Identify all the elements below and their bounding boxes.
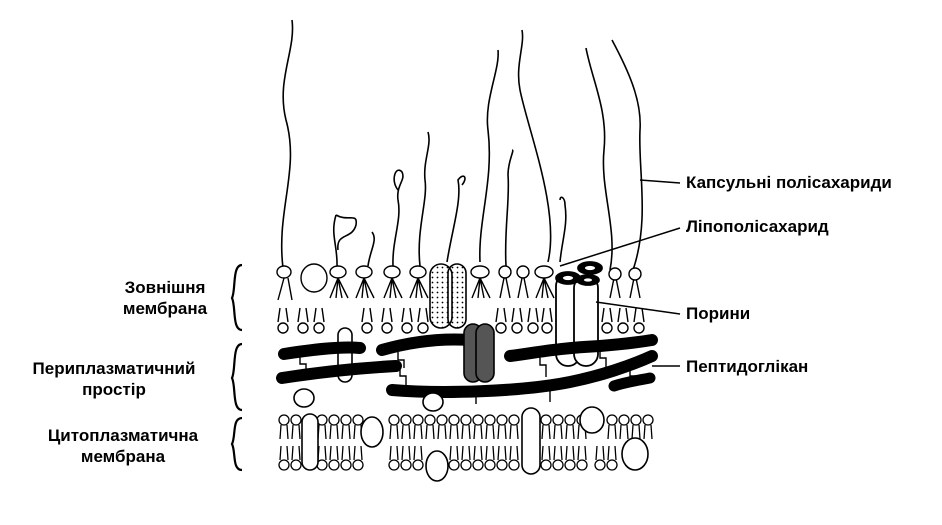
peptidoglycan-label: Пептидоглікан — [686, 357, 809, 376]
peptidoglycan-strands — [276, 333, 658, 398]
capsular-polysaccharide-strands — [280, 19, 644, 271]
periplasmic-space-label-line-2: простір — [82, 380, 146, 399]
periplasmic-globules — [293, 388, 444, 412]
outer-membrane-protein — [429, 263, 467, 329]
periplasmic-protein — [463, 323, 495, 383]
periplasmic-space-label: Периплазматичний простір — [14, 358, 214, 400]
outer-membrane-label: Зовнішня мембрана — [110, 277, 220, 319]
left-braces — [230, 263, 243, 472]
peptide-crosslinks — [299, 346, 637, 404]
cytoplasmic-membrane-label: Цитоплазматична мембрана — [28, 425, 218, 467]
capsular-polysaccharides-label: Капсульні полісахариди — [686, 173, 892, 192]
cytoplasmic-membrane-proteins — [301, 406, 649, 482]
cytoplasmic-membrane-upper-leaflet — [278, 414, 654, 440]
outer-membrane-label-line-1: Зовнішня — [124, 278, 206, 297]
label-pointer-lines — [559, 179, 681, 367]
porins-label: Порини — [686, 304, 751, 323]
cytoplasmic-membrane-label-line-2: мембрана — [80, 447, 166, 466]
lipopolysaccharide-label: Ліпополісахарид — [686, 217, 829, 236]
outer-membrane-lipids — [276, 263, 642, 301]
outer-membrane-label-line-2: мембрана — [122, 299, 208, 318]
periplasmic-space-label-line-1: Периплазматичний — [32, 359, 196, 378]
outer-membrane-lower-leaflet — [277, 307, 645, 334]
cytoplasmic-membrane-label-line-1: Цитоплазматична — [47, 426, 199, 445]
